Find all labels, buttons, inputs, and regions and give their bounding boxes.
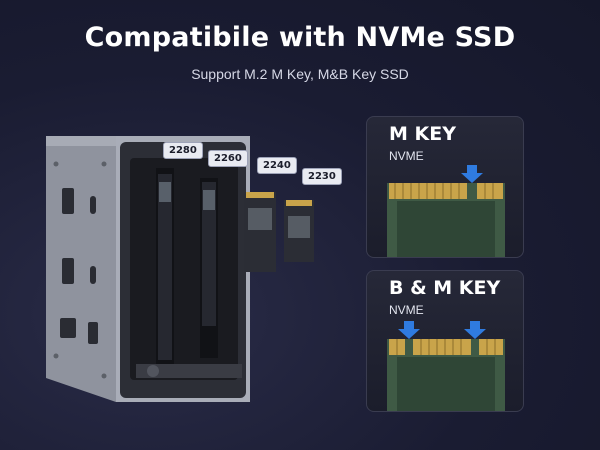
usb-c-port [90,196,96,214]
m-key-panel: M KEY NVME [366,116,524,258]
dock-device-image [46,136,314,402]
ssd-size-label-2260: 2260 [208,150,248,167]
ethernet-port [60,318,76,338]
b-key-arrow-icon [398,321,420,339]
m-key-subtitle: NVME [389,149,424,163]
usb-a-port [62,188,74,214]
device-side-face [46,136,116,402]
ssd-size-label-2240: 2240 [257,157,297,174]
ssd-size-label-2280: 2280 [163,142,203,159]
ssd-2240-card [244,192,276,272]
m-key-title: M KEY [389,123,456,145]
bm-key-title: B & M KEY [389,277,501,299]
ssd-2280-card [158,174,172,360]
usb-c-port [90,266,96,284]
m-key-arrow-icon [461,165,483,183]
ssd-size-label-2230: 2230 [302,168,342,185]
page-title: Compatibile with NVMe SSD [84,22,516,53]
usb-a-port [62,258,74,284]
bm-key-connector-image [387,321,505,411]
m-key-arrow-icon [464,321,486,339]
page-subtitle: Support M.2 M Key, M&B Key SSD [191,66,409,82]
bm-key-subtitle: NVME [389,303,424,317]
ssd-2260-card [202,182,216,326]
hdmi-port [88,322,98,344]
m-key-connector-image [387,165,505,257]
bm-key-panel: B & M KEY NVME [366,270,524,412]
